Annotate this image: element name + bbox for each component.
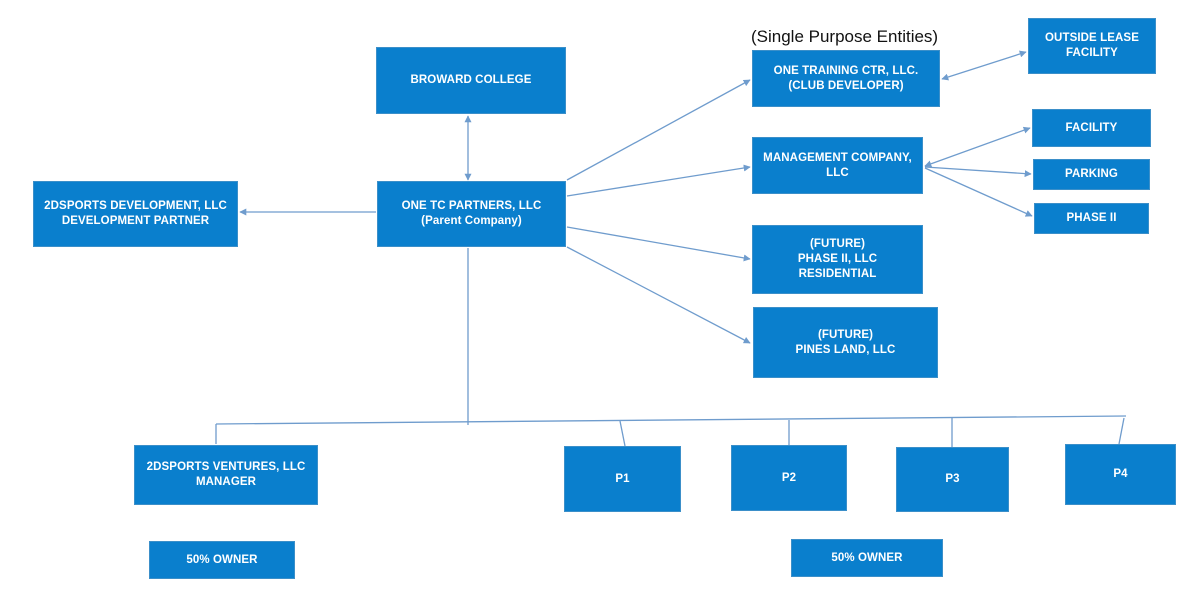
owner-right-box: 50% OWNER [791,539,943,577]
2dsports-ventures-role: MANAGER [195,476,257,488]
phase-ii-llc-line-3: RESIDENTIAL [798,268,877,280]
edge-parent-to-management [566,164,751,197]
p4-box: P4 [1065,444,1176,505]
p2-box: P2 [731,445,847,511]
2dsports-ventures-box: 2DSPORTS VENTURES, LLC MANAGER [134,445,318,505]
one-training-ctr-name: ONE TRAINING CTR, LLC. [773,64,919,77]
management-company-box: MANAGEMENT COMPANY, LLC [752,137,923,194]
phase-ii-box: PHASE II [1034,203,1149,234]
outside-lease-line-1: OUTSIDE LEASE [1045,32,1139,44]
phase-ii-llc-line-2: PHASE II, LLC [797,253,878,265]
edge-management-to-parking [924,166,1032,178]
drop-to-p4 [1118,417,1125,445]
edge-management-to-phase-ii [924,167,1033,217]
owner-right-label: 50% OWNER [831,551,903,564]
broward-college-box: BROWARD COLLEGE [376,47,566,114]
facility-label: FACILITY [1065,121,1118,134]
edge-parent-to-one-training [566,79,751,181]
one-training-ctr-role: (CLUB DEVELOPER) [788,79,904,92]
management-company-line-2: LLC [826,166,849,179]
ownership-bus-line [215,415,1127,425]
2dsports-development-box: 2DSPORTS DEVELOPMENT, LLC DEVELOPMENT PA… [33,181,238,247]
one-tc-partners-name: ONE TC PARTNERS, LLC [401,200,542,212]
owner-left-label: 50% OWNER [186,553,258,566]
edge-one-training-to-outside-lease [941,50,1027,81]
pines-land-line-2: PINES LAND, LLC [795,343,896,356]
pines-land-box: (FUTURE) PINES LAND, LLC [753,307,938,378]
one-tc-partners-box: ONE TC PARTNERS, LLC (Parent Company) [377,181,566,247]
single-purpose-entities-heading: (Single Purpose Entities) [751,27,939,46]
parking-box: PARKING [1033,159,1150,190]
outside-lease-line-2: FACILITY [1066,47,1118,59]
facility-box: FACILITY [1032,109,1151,147]
owner-left-box: 50% OWNER [149,541,295,579]
edge-parent-to-phase-ii-llc [566,226,751,262]
phase-ii-llc-line-1: (FUTURE) [809,238,866,250]
broward-college-label: BROWARD COLLEGE [410,74,532,86]
one-tc-partners-role: (Parent Company) [421,215,522,227]
p1-box: P1 [564,446,681,512]
phase-ii-llc-box: (FUTURE) PHASE II, LLC RESIDENTIAL [752,225,923,294]
2dsports-development-name: 2DSPORTS DEVELOPMENT, LLC [44,200,227,212]
one-training-ctr-box: ONE TRAINING CTR, LLC. (CLUB DEVELOPER) [752,50,940,107]
2dsports-development-role: DEVELOPMENT PARTNER [61,215,210,227]
p2-label: P2 [781,471,797,484]
drop-to-p1 [619,420,626,447]
p3-label: P3 [945,473,960,485]
phase-ii-label: PHASE II [1066,212,1117,224]
management-company-line-1: MANAGEMENT COMPANY, [763,151,912,164]
p1-label: P1 [615,472,630,485]
p3-box: P3 [896,447,1009,512]
p4-label: P4 [1113,468,1128,480]
edge-management-to-facility [924,126,1031,168]
outside-lease-facility-box: OUTSIDE LEASE FACILITY [1028,18,1156,74]
pines-land-line-1: (FUTURE) [817,328,874,341]
parking-label: PARKING [1065,168,1118,180]
2dsports-ventures-name: 2DSPORTS VENTURES, LLC [146,461,306,473]
edge-parent-to-pines-land [566,246,751,344]
